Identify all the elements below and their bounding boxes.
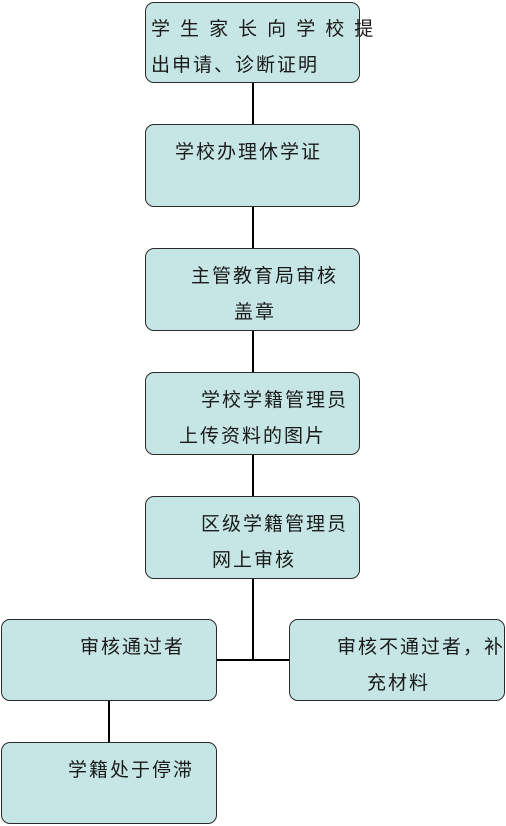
approved-text: 审核通过者 [80,636,186,658]
step-issue-certificate-text: 学校办理休学证 [175,141,323,163]
connector-branch-horizontal [216,659,290,661]
step-district-registrar-box: 区级学籍管理员 网上审核 [145,496,360,579]
rejected-text-line2: 充材料 [367,672,431,694]
final-status-box: 学籍处于停滞 [1,742,217,824]
connector-step4-step5 [252,454,254,497]
connector-step3-step4 [252,330,254,373]
step-education-bureau-box: 主管教育局审核 盖章 [145,248,360,331]
step-education-bureau-text-line2: 盖章 [234,301,277,323]
rejected-text-line1: 审核不通过者，补 [337,636,506,658]
step-school-registrar-box: 学校学籍管理员 上传资料的图片 [145,372,360,455]
step-school-registrar-text-line1: 学校学籍管理员 [201,389,349,411]
connector-step5-branch [252,578,254,661]
step-apply-box: 学 生 家 长 向 学 校 提 出申请、诊断证明 [145,2,373,83]
step-district-registrar-text-line2: 网上审核 [212,549,297,571]
connector-approved-final [108,700,110,743]
step-school-registrar-text-line2: 上传资料的图片 [179,425,327,447]
rejected-box: 审核不通过者，补 充材料 [289,619,505,701]
approved-box: 审核通过者 [1,619,217,701]
step-issue-certificate-box: 学校办理休学证 [145,124,360,207]
step-district-registrar-text-line1: 区级学籍管理员 [201,513,349,535]
connector-step2-step3 [252,206,254,249]
step-education-bureau-text-line1: 主管教育局审核 [191,265,339,287]
step-apply-text-line1: 学 生 家 长 向 学 校 提 [151,18,376,40]
final-status-text: 学籍处于停滞 [68,759,195,781]
step-apply-text-line2: 出申请、诊断证明 [151,54,320,76]
connector-step1-step2 [252,82,254,125]
